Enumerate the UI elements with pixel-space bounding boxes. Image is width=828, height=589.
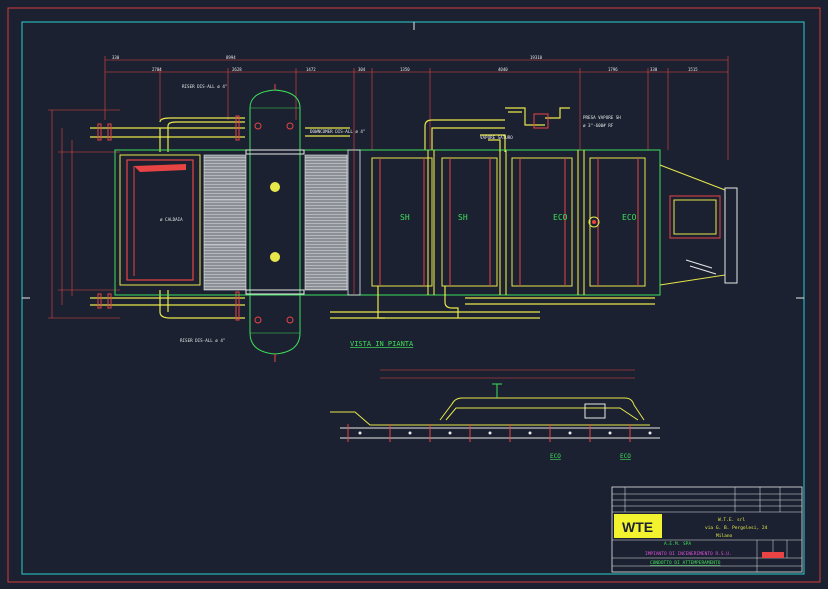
top-dimensions — [104, 56, 729, 160]
dim-text: 8994 — [226, 55, 236, 60]
elevation-label-eco: ECO — [550, 453, 561, 460]
elevation-label-eco2: ECO — [620, 453, 631, 460]
tube-bundle-right — [304, 154, 348, 291]
callout-caldaia: ø CALDAIA — [160, 217, 183, 222]
company-name: W.T.E. srl — [718, 517, 745, 523]
callout-presa-vapore: PRESA VAPORE SH — [583, 115, 621, 120]
callout-downcomer: DOWNCOMER DIS-ALL ø 4" — [310, 129, 365, 134]
dim-text: 1350 — [400, 67, 410, 72]
dim-text: 4040 — [498, 67, 508, 72]
main-duct — [114, 149, 661, 296]
section-label-eco1: ECO — [553, 213, 568, 222]
section-label-sh1: SH — [400, 213, 410, 222]
logo: WTE — [622, 519, 653, 535]
callout-vapore-saturo: VAPORE SATURO — [480, 135, 513, 140]
project-name: IMPIANTO DI INCENERIMENTO R.S.U. — [645, 551, 732, 557]
dim-text: 1515 — [688, 67, 698, 72]
section-label-eco2: ECO — [622, 213, 637, 222]
pipes-bottom — [330, 286, 655, 319]
dim-text: 2704 — [152, 67, 162, 72]
outer-frame — [7, 7, 821, 583]
drawing-title: CONDOTTO DI ATTEMPERAMENTO — [650, 560, 721, 566]
tube-bundle-left — [203, 154, 247, 291]
client-name: A.E.M. SPA — [664, 541, 691, 547]
elevation-view — [330, 369, 660, 439]
company-address: via G. B. Pergolesi, 24 — [705, 525, 768, 531]
dim-text: 2628 — [232, 67, 242, 72]
dim-text: 1472 — [306, 67, 316, 72]
dim-text: 304 — [358, 67, 366, 72]
dim-text: 1796 — [608, 67, 618, 72]
left-dimensions — [48, 109, 120, 319]
plan-view-title: VISTA IN PIANTA — [350, 340, 414, 348]
dim-text: 330 — [112, 55, 120, 60]
steam-drum — [245, 84, 305, 362]
pipes-top — [90, 107, 570, 319]
outlet-cone — [659, 164, 738, 286]
company-city: Milano — [716, 533, 733, 539]
elevation-flanges — [347, 424, 631, 442]
dim-text: 19310 — [530, 55, 543, 60]
callout-presa-vapore-sub: ø 3"-600# RF — [583, 123, 614, 128]
dim-text: 330 — [650, 67, 658, 72]
title-block: WTE — [611, 486, 803, 573]
callout-riser-bottom: RISER DIS-ALL ø 4" — [180, 338, 225, 343]
callout-riser-top: RISER DIS-ALL ø 4" — [182, 84, 227, 89]
section-label-sh2: SH — [458, 213, 468, 222]
